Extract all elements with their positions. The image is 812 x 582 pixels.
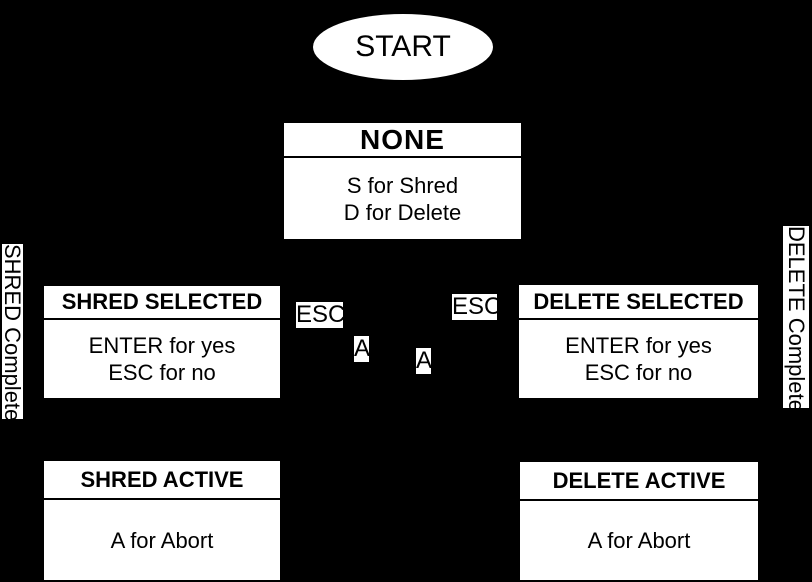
state-shred-active-body: A for Abort <box>44 500 280 580</box>
state-shred-selected-title: SHRED SELECTED <box>44 286 280 320</box>
edge-label-delete-complete: DELETE Complete <box>783 226 809 412</box>
start-node-label: START <box>355 30 451 63</box>
state-delete-selected-line-1: ENTER for yes <box>565 333 712 358</box>
state-delete-active: DELETE ACTIVE A for Abort <box>520 462 758 580</box>
state-shred-active-title: SHRED ACTIVE <box>44 461 280 500</box>
state-shred-selected-line-1: ENTER for yes <box>88 333 236 358</box>
state-none-title: NONE <box>284 123 521 158</box>
edge-label-esc-right: ESC <box>452 293 502 320</box>
state-shred-selected-line-2: ESC for no <box>108 360 216 385</box>
state-delete-selected: DELETE SELECTED ENTER for yes ESC for no <box>519 285 758 398</box>
state-none-line-2: D for Delete <box>343 199 462 225</box>
state-none-line-1: S for Shred <box>346 172 459 198</box>
state-shred-selected-body: ENTER for yes ESC for no <box>44 320 280 398</box>
state-delete-selected-body: ENTER for yes ESC for no <box>519 320 758 398</box>
state-delete-active-title: DELETE ACTIVE <box>520 462 758 501</box>
state-shred-selected: SHRED SELECTED ENTER for yes ESC for no <box>44 286 280 398</box>
state-delete-active-line-1: A for Abort <box>587 528 691 553</box>
state-none: NONE S for Shred D for Delete <box>284 123 521 239</box>
state-delete-selected-title: DELETE SELECTED <box>519 285 758 320</box>
state-shred-active-line-1: A for Abort <box>110 527 214 553</box>
state-none-body: S for Shred D for Delete <box>284 158 521 239</box>
start-node: START <box>313 14 493 80</box>
edge-label-shred-complete: SHRED Complete <box>0 244 25 422</box>
state-delete-active-body: A for Abort <box>520 501 758 580</box>
state-shred-active: SHRED ACTIVE A for Abort <box>44 461 280 580</box>
edge-label-a-right: A <box>416 347 433 374</box>
state-delete-selected-line-2: ESC for no <box>584 360 693 385</box>
edge-label-a-left: A <box>354 335 371 362</box>
edge-label-esc-left: ESC <box>296 301 346 328</box>
